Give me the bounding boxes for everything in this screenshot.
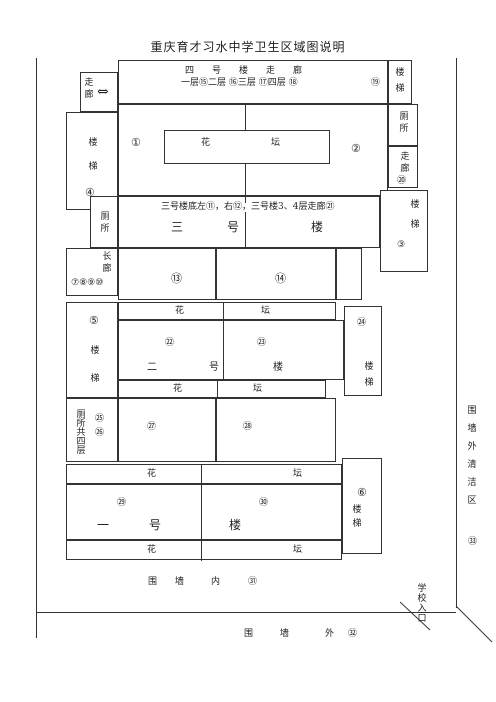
building-2-mark-left: ㉒ xyxy=(165,338,175,348)
flowerbed-3-right: 坛 xyxy=(253,384,263,394)
right-boundary-line xyxy=(456,58,457,608)
long-corridor-nums: ⑦⑧⑨⑩ xyxy=(71,278,104,288)
area-27: ㉗ xyxy=(118,398,216,462)
building-2-mark-right: ㉓ xyxy=(257,338,267,348)
corridor-left-label: 走廊 xyxy=(84,78,94,100)
building-2: ㉒ ㉓ 二 号 楼 xyxy=(118,320,344,381)
corridor-right-mark: ⑳ xyxy=(397,176,407,186)
building-3-label: 三 号 楼 xyxy=(171,220,326,234)
num-2: ② xyxy=(351,142,361,155)
toilet-4floors-mark2: ㉖ xyxy=(95,428,105,438)
flowerbed-2-divider xyxy=(223,303,224,321)
flowerbed-5-left: 花 xyxy=(147,545,157,555)
corridor-right: 走廊 ⑳ xyxy=(388,146,418,188)
stairs-5-label: 楼梯 xyxy=(90,346,100,384)
left-boundary-line xyxy=(36,58,37,638)
flowerbed-2: 花 坛 xyxy=(118,302,336,321)
corridor-left: 走廊 ⇔ xyxy=(80,72,118,112)
area-right-small xyxy=(336,248,362,300)
wall-outside-mark: ㉜ xyxy=(348,629,358,639)
building-1-divider xyxy=(201,485,202,541)
corridor-right-label: 走廊 xyxy=(400,152,410,174)
building-2-label-mid: 号 xyxy=(209,362,221,373)
toilet-right-label: 厕所 xyxy=(399,112,409,134)
toilet-4floors-mark1: ㉕ xyxy=(95,414,105,424)
num-1: ① xyxy=(131,136,141,149)
stairs-4-label: 楼梯 xyxy=(88,138,98,172)
building-2-label-left: 二 xyxy=(147,362,159,373)
area-14: ⑭ xyxy=(216,248,336,300)
building-1-label-mid: 号 xyxy=(149,518,164,532)
building-2-divider xyxy=(223,321,224,381)
wall-inside-mark: ㉛ xyxy=(248,577,258,587)
toilet-4floors-label: 厕所共四层 xyxy=(76,410,86,456)
building-3: 三号楼底左⑪，右⑫，三号楼3、4层走廊㉑ 三 号 楼 xyxy=(118,196,380,249)
stairs-5: ⑤ 楼梯 xyxy=(66,302,118,398)
stairs-6: ⑥ 楼梯 xyxy=(342,458,382,554)
page-title: 重庆育才习水中学卫生区域图说明 xyxy=(150,40,346,54)
stairs-3-label: 楼梯 xyxy=(410,200,420,230)
building-1-mark-right: ㉚ xyxy=(259,498,269,508)
toilet-right: 厕所 xyxy=(388,104,418,146)
building4-corridor: 四 号 楼 走 廊 一层⑮二层 ⑯三层 ⑰四层 ⑱ ⑲ xyxy=(118,60,388,104)
area-13: ⑬ xyxy=(118,248,216,300)
area-28: ㉘ xyxy=(216,398,336,462)
stairs-right-2-label: 楼梯 xyxy=(364,362,374,388)
flowerbed-3: 花 坛 xyxy=(118,380,326,399)
stairs-6-label: 楼梯 xyxy=(352,505,362,529)
flowerbed-2-left: 花 xyxy=(175,306,185,316)
school-entrance-label: 学校入口 xyxy=(417,584,427,624)
outside-clean-label: 围墙外清洁区 xyxy=(467,406,477,506)
flowerbed-4: 花 坛 xyxy=(66,464,342,485)
building-1: ㉙ ㉚ 一 号 楼 xyxy=(66,484,342,541)
stairs-3-num: ③ xyxy=(397,240,406,250)
bottom-boundary-line xyxy=(36,612,456,613)
stairs-5-num: ⑤ xyxy=(89,314,99,327)
flowerbed-5-right: 坛 xyxy=(293,545,303,555)
flowerbed-4-left: 花 xyxy=(147,469,157,479)
building-1-label-left: 一 xyxy=(97,518,112,532)
corridor-arrow-icon: ⇔ xyxy=(97,84,109,100)
num-14: ⑭ xyxy=(275,272,286,285)
stairs-6-num: ⑥ xyxy=(357,486,367,499)
stairs-right-2: ㉔ 楼梯 xyxy=(344,306,382,396)
toilet-left: 厕所 xyxy=(90,196,118,248)
flowerbed-5-divider xyxy=(201,541,202,561)
building-2-label-right: 楼 xyxy=(273,362,285,373)
num-13: ⑬ xyxy=(171,272,182,285)
flowerbed-3-divider xyxy=(217,381,218,399)
flowerbed-3-left: 花 xyxy=(173,384,183,394)
long-corridor-label: 长廊 xyxy=(102,252,112,274)
toilet-left-label: 厕所 xyxy=(100,212,110,234)
mark-27: ㉗ xyxy=(147,422,157,432)
stairs-top-right: 楼梯 xyxy=(388,60,412,104)
flowerbed-1-right: 坛 xyxy=(271,138,281,148)
building4-corridor-mark: ⑲ xyxy=(371,78,381,88)
stairs-3: 楼梯 ③ xyxy=(380,190,428,272)
stairs-top-right-label: 楼梯 xyxy=(395,68,405,94)
long-corridor: 长廊 ⑦⑧⑨⑩ xyxy=(66,248,118,296)
toilet-4floors: 厕所共四层 ㉕ ㉖ xyxy=(66,398,118,462)
flowerbed-2-right: 坛 xyxy=(261,306,271,316)
flowerbed-1-left: 花 xyxy=(201,138,211,148)
outside-clean-mark: ㉝ xyxy=(468,537,478,547)
wall-outside-label: 围 墙 外 xyxy=(244,629,335,639)
building-3-divider xyxy=(245,197,246,249)
stairs-4-num: ④ xyxy=(85,186,95,199)
building4-corridor-label: 四 号 楼 走 廊 xyxy=(185,66,303,76)
wall-inside-label: 围 墙 内 xyxy=(148,577,221,587)
building-3-note: 三号楼底左⑪，右⑫，三号楼3、4层走廊㉑ xyxy=(161,202,335,212)
flowerbed-1: 花 坛 xyxy=(164,130,330,164)
stairs-right-2-mark: ㉔ xyxy=(357,318,367,328)
flowerbed-4-right: 坛 xyxy=(293,469,303,479)
building-1-mark-left: ㉙ xyxy=(117,498,127,508)
flowerbed-5: 花 坛 xyxy=(66,540,342,561)
building4-floors: 一层⑮二层 ⑯三层 ⑰四层 ⑱ xyxy=(181,78,298,88)
boundary-diagonal xyxy=(400,601,493,643)
flowerbed-4-divider xyxy=(201,465,202,485)
mark-28: ㉘ xyxy=(243,422,253,432)
building-1-label-right: 楼 xyxy=(229,518,244,532)
